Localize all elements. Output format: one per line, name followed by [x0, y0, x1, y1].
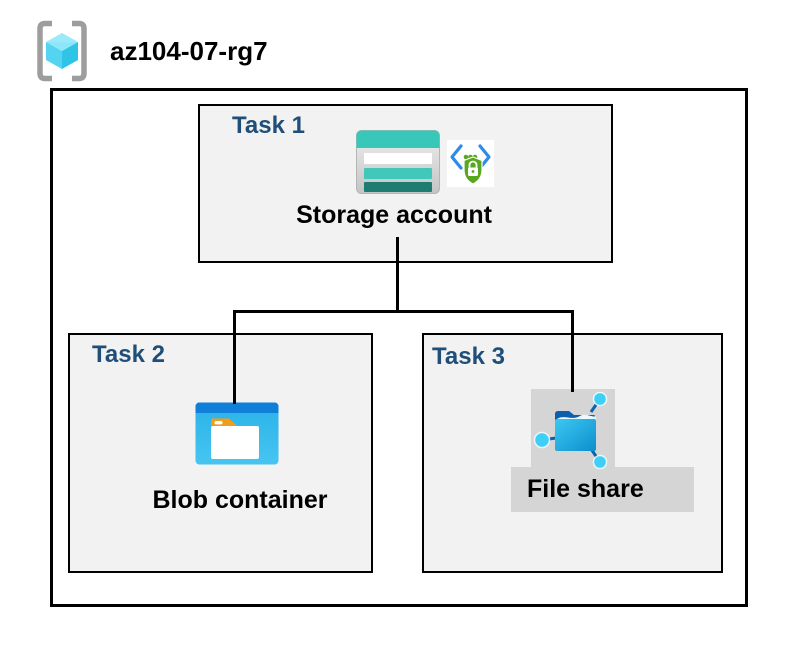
connector-to-fileshare: [571, 310, 574, 392]
storage-account-icon: [356, 130, 440, 194]
task3-label: Task 3: [432, 343, 505, 370]
file-share-icon: [533, 391, 608, 470]
task1-label: Task 1: [232, 112, 305, 139]
file-share-caption-highlight: [511, 467, 694, 512]
task2-box: Task 2 Blob container: [68, 333, 373, 573]
task1-box: Task 1 Storage account: [198, 104, 613, 263]
resource-group-icon: [37, 20, 87, 82]
connector-storage-stem: [396, 237, 399, 313]
blob-container-icon: [195, 402, 279, 465]
task2-label: Task 2: [92, 341, 165, 368]
blob-container-caption: Blob container: [152, 486, 328, 514]
connector-to-blob: [233, 310, 236, 404]
file-share-caption: File share: [527, 475, 644, 503]
storage-account-caption: Storage account: [296, 201, 492, 229]
sas-lock-icon: [447, 140, 494, 187]
connector-horizontal: [233, 310, 574, 313]
resource-group-title: az104-07-rg7: [110, 36, 268, 66]
